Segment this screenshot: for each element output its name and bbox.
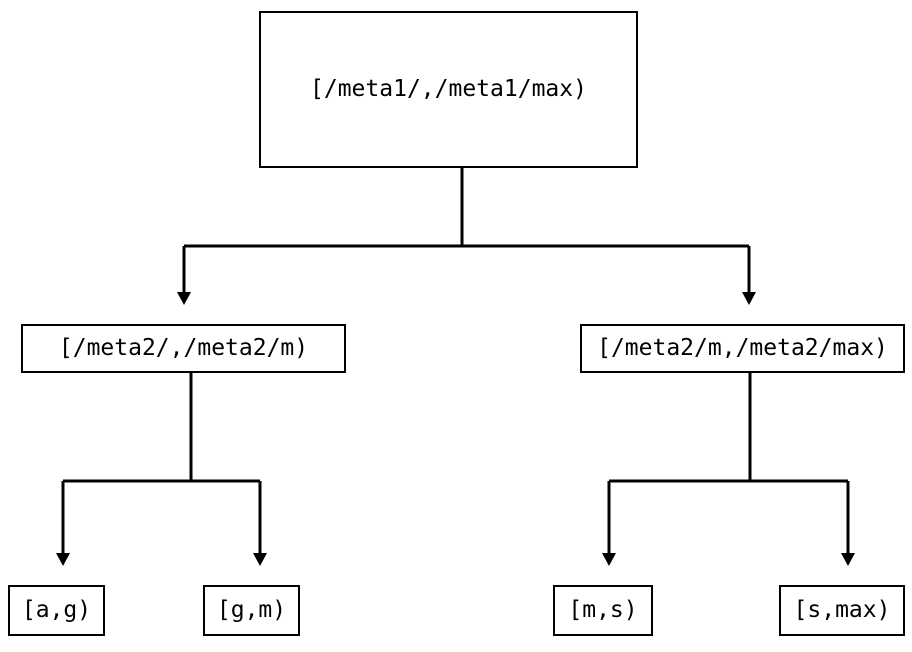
arrowhead-meta2-lower-to-g-m <box>253 553 267 566</box>
edge-group-root <box>177 168 756 305</box>
tree-node-leaf-a-g-label: [a,g) <box>21 597 92 623</box>
tree-node-root[interactable]: [/meta1/,/meta1/max) <box>259 11 638 168</box>
tree-node-meta2-upper[interactable]: [/meta2/m,/meta2/max) <box>580 324 905 373</box>
tree-node-leaf-a-g[interactable]: [a,g) <box>8 585 105 636</box>
tree-node-meta2-lower-label: [/meta2/,/meta2/m) <box>58 335 309 361</box>
edge-group-left <box>56 373 267 566</box>
tree-node-root-label: [/meta1/,/meta1/max) <box>310 76 587 102</box>
tree-node-leaf-m-s-label: [m,s) <box>568 597 638 623</box>
arrowhead-meta2-lower-to-a-g <box>56 553 70 566</box>
tree-node-leaf-g-m-label: [g,m) <box>216 597 287 623</box>
tree-node-meta2-upper-label: [/meta2/m,/meta2/max) <box>597 335 888 361</box>
tree-node-leaf-g-m[interactable]: [g,m) <box>203 585 300 636</box>
tree-node-leaf-m-s[interactable]: [m,s) <box>553 585 653 636</box>
edge-group-right <box>602 373 855 566</box>
tree-node-leaf-s-max-label: [s,max) <box>793 597 891 623</box>
arrowhead-meta2-upper-to-m-s <box>602 553 616 566</box>
arrowhead-meta2-upper-to-s-max <box>841 553 855 566</box>
tree-node-leaf-s-max[interactable]: [s,max) <box>779 585 905 636</box>
arrowhead-root-to-meta2-lower <box>177 292 191 305</box>
arrowhead-root-to-meta2-upper <box>742 292 756 305</box>
tree-node-meta2-lower[interactable]: [/meta2/,/meta2/m) <box>21 324 346 373</box>
